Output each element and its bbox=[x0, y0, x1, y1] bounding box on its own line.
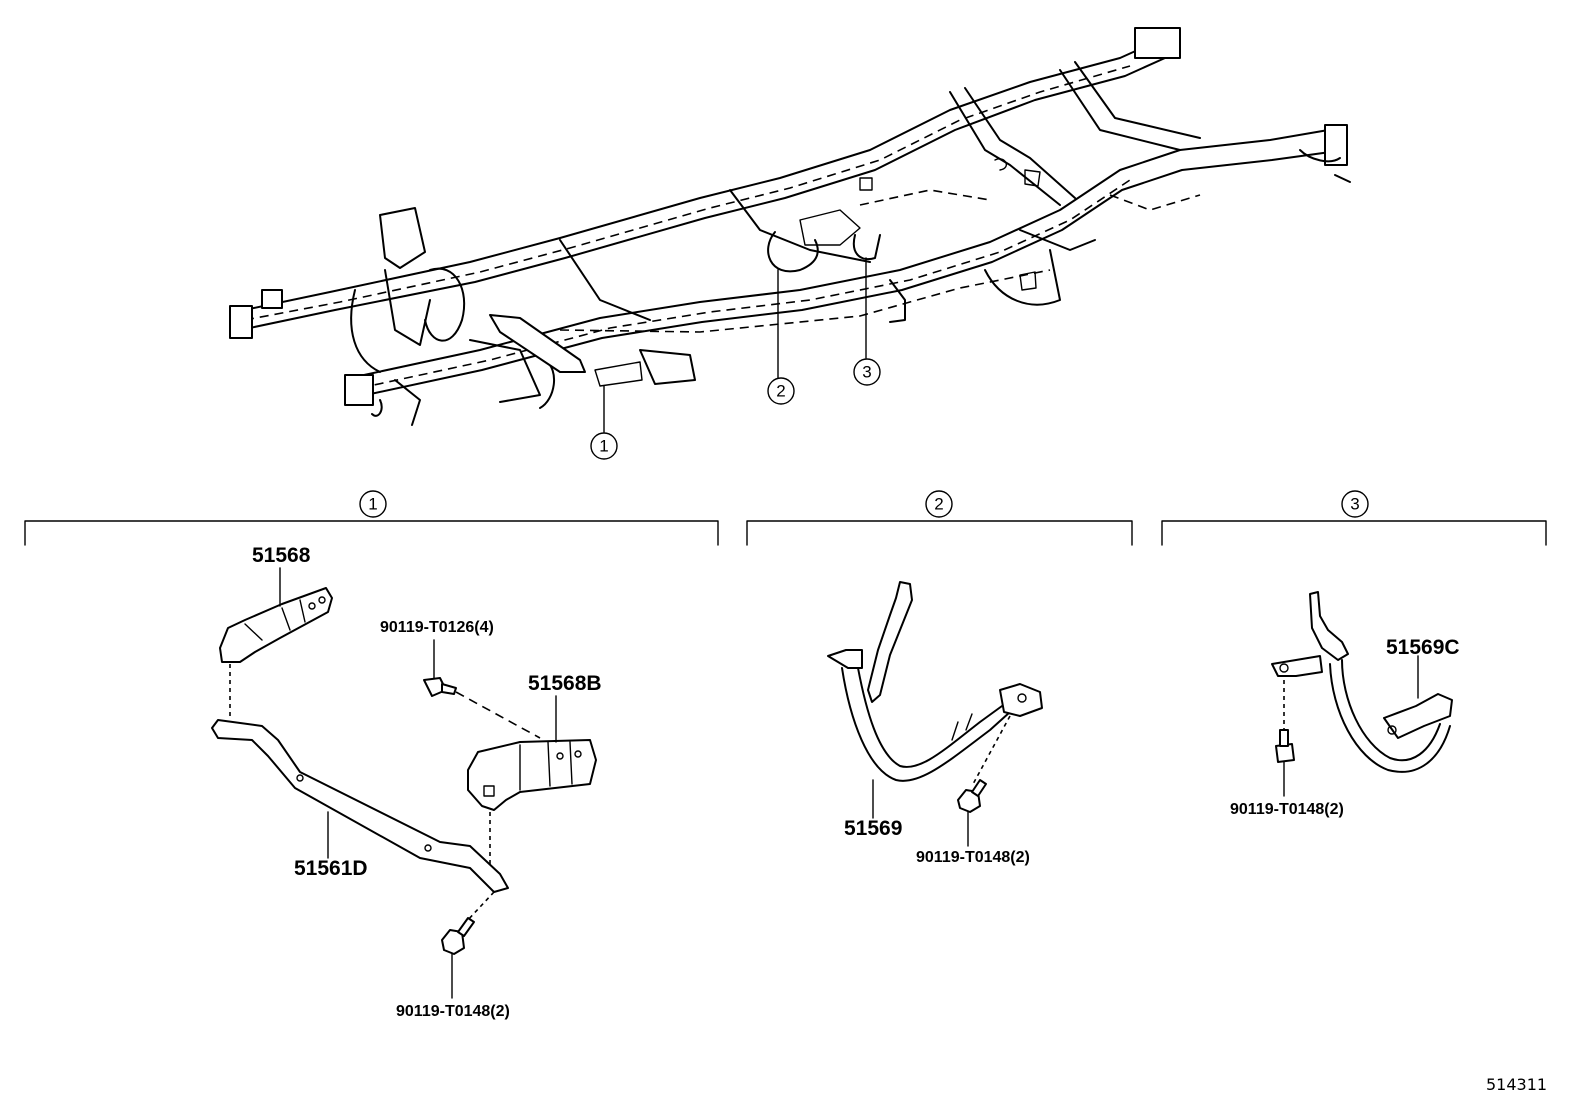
label-90119-t0148-group1: 90119-T0148(2) bbox=[396, 1003, 510, 1020]
part-51568-bracket bbox=[219, 587, 333, 663]
label-90119-t0126: 90119-T0126(4) bbox=[380, 619, 494, 636]
part-51569c-strap bbox=[1271, 591, 1453, 773]
label-51568: 51568 bbox=[252, 544, 311, 567]
label-51561d: 51561D bbox=[294, 857, 368, 880]
callout-3-top: 3 bbox=[853, 358, 881, 386]
bolt-90119-t0148-group1 bbox=[441, 917, 475, 955]
callout-2-top: 2 bbox=[767, 377, 795, 405]
svg-text:1: 1 bbox=[368, 495, 377, 514]
label-51569: 51569 bbox=[844, 817, 902, 840]
svg-text:1: 1 bbox=[599, 437, 608, 456]
vehicle-frame-illustration bbox=[229, 27, 1351, 426]
group-2-bracket: 2 bbox=[746, 490, 1133, 546]
label-90119-t0148-group2: 90119-T0148(2) bbox=[916, 849, 1030, 866]
label-90119-t0148-group3: 90119-T0148(2) bbox=[1230, 801, 1344, 818]
part-51569-strap bbox=[827, 581, 1043, 782]
bolt-90119-t0148-group3 bbox=[1275, 729, 1295, 763]
label-51568b: 51568B bbox=[528, 672, 602, 695]
bolt-90119-t0148-group2 bbox=[957, 779, 987, 813]
diagram-reference-number: 514311 bbox=[1486, 1075, 1547, 1094]
svg-text:3: 3 bbox=[862, 363, 871, 382]
part-51568b-bracket bbox=[467, 739, 597, 811]
svg-text:3: 3 bbox=[1350, 495, 1359, 514]
callout-1-top: 1 bbox=[590, 432, 618, 460]
group-1-bracket: 1 bbox=[24, 490, 719, 546]
group-3-bracket: 3 bbox=[1161, 490, 1547, 546]
bolt-90119-t0126 bbox=[423, 677, 457, 697]
label-51569c: 51569C bbox=[1386, 636, 1460, 659]
svg-text:2: 2 bbox=[776, 382, 785, 401]
svg-text:2: 2 bbox=[934, 495, 943, 514]
part-51561d-bar bbox=[211, 719, 509, 893]
